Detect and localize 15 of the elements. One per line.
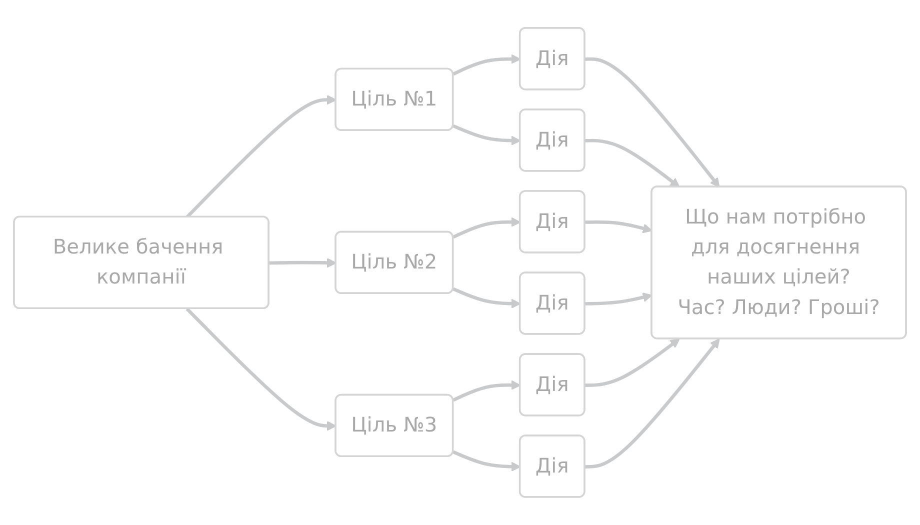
arrow (452, 450, 521, 472)
arrow (186, 308, 337, 431)
arrow (584, 58, 720, 188)
arrow (186, 94, 337, 218)
arrow (584, 139, 680, 188)
arrow (584, 338, 720, 469)
arrow (452, 380, 521, 402)
arrow (584, 292, 652, 306)
arrow (269, 258, 337, 268)
arrow (452, 217, 521, 239)
arrow (584, 338, 680, 387)
arrow (452, 287, 521, 309)
arrow (452, 124, 521, 146)
arrow (452, 54, 521, 76)
arrow (584, 220, 652, 234)
